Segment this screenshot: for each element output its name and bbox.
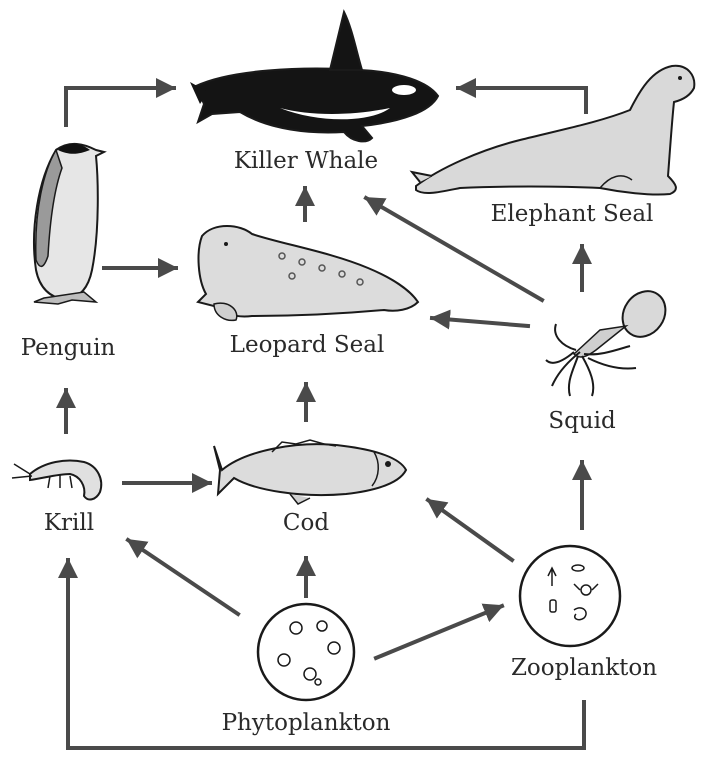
squid-illustration — [546, 283, 674, 396]
label-krill: Krill — [44, 512, 94, 535]
krill-illustration — [12, 461, 101, 500]
arrow-elephant-seal-to-killer-whale — [458, 88, 586, 112]
elephant-seal-illustration — [412, 66, 694, 195]
phytoplankton-illustration — [258, 604, 354, 700]
zooplankton-illustration — [520, 546, 620, 646]
arrow-phytoplankton-to-zooplankton — [376, 606, 502, 658]
label-killer-whale: Killer Whale — [234, 150, 378, 173]
label-elephant-seal: Elephant Seal — [491, 203, 654, 226]
arrow-phytoplankton-to-krill — [128, 540, 238, 614]
arrow-penguin-to-killer-whale — [66, 88, 174, 125]
label-penguin: Penguin — [21, 337, 116, 360]
label-squid: Squid — [548, 410, 615, 433]
cod-illustration — [214, 440, 406, 504]
killer-whale-illustration — [190, 12, 438, 141]
arrow-squid-to-leopard-seal — [432, 318, 528, 326]
label-leopard-seal: Leopard Seal — [230, 334, 385, 357]
label-zooplankton: Zooplankton — [511, 657, 657, 680]
label-cod: Cod — [283, 512, 329, 535]
label-phytoplankton: Phytoplankton — [222, 712, 391, 735]
penguin-illustration — [34, 144, 104, 304]
arrow-zooplankton-to-cod — [428, 500, 512, 560]
leopard-seal-illustration — [198, 226, 418, 320]
